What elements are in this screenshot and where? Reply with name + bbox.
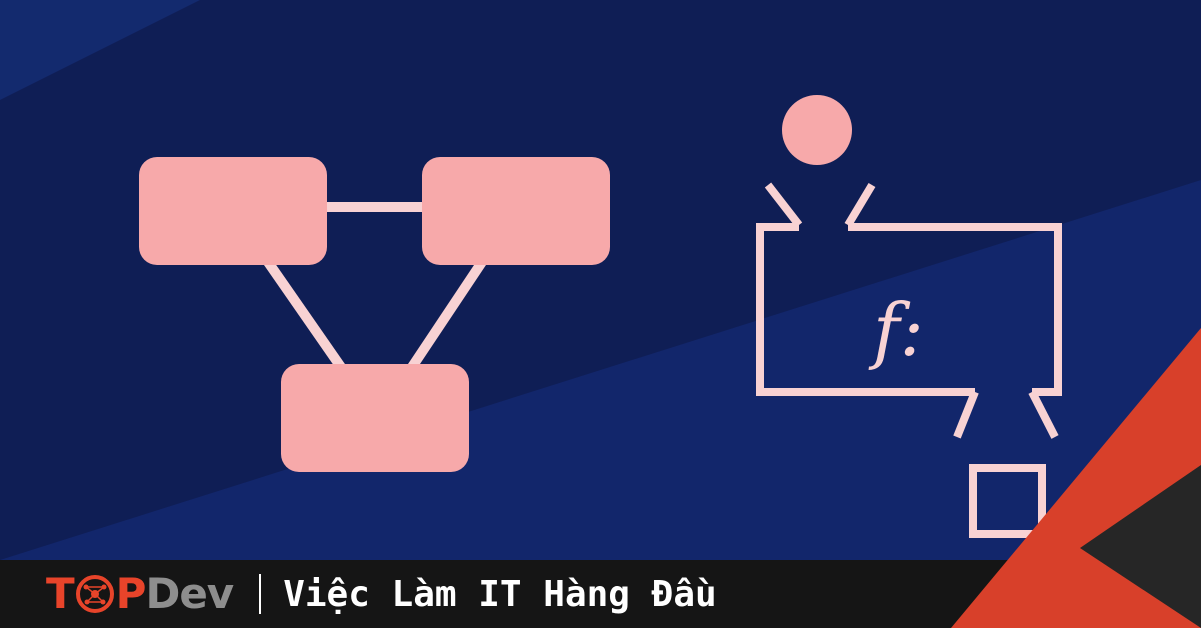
globe-icon bbox=[75, 575, 114, 613]
function-input-circle bbox=[782, 95, 852, 165]
background-top-band bbox=[0, 0, 200, 100]
graph-node-left bbox=[139, 157, 327, 265]
topdev-logo[interactable]: T P Dev bbox=[46, 569, 234, 618]
function-output-square bbox=[969, 464, 1046, 538]
function-box-outline bbox=[756, 223, 975, 396]
graph-edge-left bbox=[263, 259, 348, 373]
graph-node-right bbox=[422, 157, 610, 265]
graph-diagram bbox=[139, 157, 610, 472]
brand-letter-t: T bbox=[46, 569, 75, 618]
brand-dev: Dev bbox=[145, 569, 234, 618]
footer-divider bbox=[259, 574, 262, 614]
tagline: Việc Làm IT Hàng Đầu bbox=[283, 573, 717, 615]
function-input-arrow-left bbox=[764, 182, 803, 228]
footer: T P Dev Việc Làm IT Hàng Đầu bbox=[0, 560, 1000, 628]
function-input-arrow-right bbox=[844, 182, 876, 228]
brand-letter-p: P bbox=[115, 569, 147, 618]
accent-dark-triangle bbox=[1080, 465, 1201, 628]
function-output-arrow-left bbox=[953, 390, 979, 439]
function-diagram: f: bbox=[756, 95, 1062, 538]
function-output-arrow-right bbox=[1028, 390, 1059, 439]
function-box-outline-right bbox=[848, 223, 1062, 396]
function-label: f: bbox=[868, 288, 924, 372]
graph-edge-right bbox=[405, 259, 487, 373]
graph-node-bottom bbox=[281, 364, 469, 472]
